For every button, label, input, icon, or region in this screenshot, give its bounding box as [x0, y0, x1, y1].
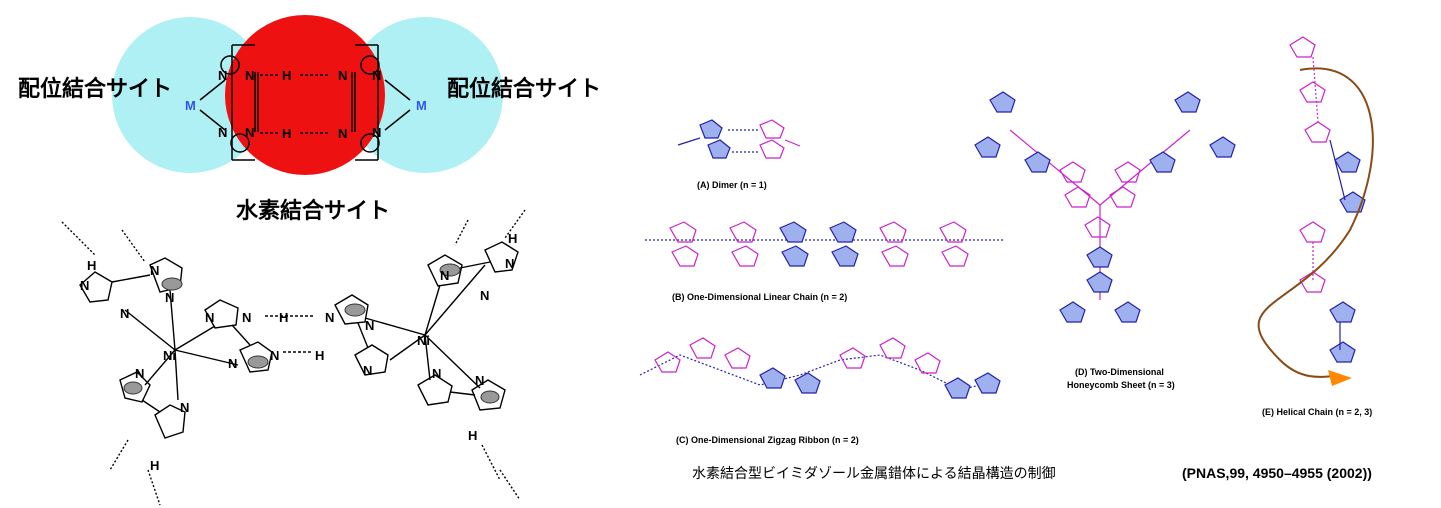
atom-n: N [440, 268, 449, 283]
atom-h: H [468, 428, 477, 443]
atom-n: N [325, 310, 334, 325]
caption-a: (A) Dimer (n = 1) [697, 180, 767, 190]
atom-n: N [245, 68, 254, 83]
caption-b: (B) One-Dimensional Linear Chain (n = 2) [672, 292, 847, 302]
pi-ellipses [123, 263, 500, 404]
caption-e: (E) Helical Chain (n = 2, 3) [1262, 407, 1372, 417]
atom-n: N [338, 126, 347, 141]
atom-n: N [228, 356, 237, 371]
atom-n: N [180, 400, 189, 415]
atom-n: N [338, 68, 347, 83]
biimidazole-skeleton [199, 44, 411, 161]
binding-site-scheme: N N N N H H N N N N M M 配位結合サイト 配位結合サイト … [18, 15, 601, 224]
dimer-rings [677, 119, 801, 159]
helix-e-rings [1257, 36, 1374, 378]
ni-label-right: Ni [417, 333, 430, 348]
caption-c: (C) One-Dimensional Zigzag Ribbon (n = 2… [676, 435, 859, 445]
figure-footer: 水素結合型ビイミダゾール金属錯体による結晶構造の制御 (PNAS,99, 495… [692, 465, 1372, 482]
hbond-site-label: 水素結合サイト [236, 198, 390, 224]
caption-d-line2: Honeycomb Sheet (n = 3) [1067, 380, 1175, 390]
structure-d-honeycomb: (D) Two-Dimensional Honeycomb Sheet (n =… [974, 91, 1236, 390]
atom-n: N [363, 363, 372, 378]
metal-label-right: M [416, 98, 427, 113]
atom-n: N [205, 310, 214, 325]
atom-n: N [218, 125, 227, 140]
coord-site-label-right: 配位結合サイト [447, 76, 601, 102]
atom-n: N [218, 68, 227, 83]
atom-h: H [315, 348, 324, 363]
caption-d-line1: (D) Two-Dimensional [1075, 367, 1164, 377]
structure-a-dimer: (A) Dimer (n = 1) [677, 119, 801, 190]
atom-h: H [282, 68, 291, 83]
atom-n: N [80, 278, 89, 293]
hbond-site-circle [225, 15, 385, 175]
atom-n: N [432, 366, 441, 381]
atom-n: N [372, 125, 381, 140]
ribbon-c-rings [639, 337, 1001, 399]
footer-title: 水素結合型ビイミダゾール金属錯体による結晶構造の制御 [692, 466, 1056, 482]
ni-complex-structure: Ni Ni H N N N N N N H N N H N N N N N H … [61, 209, 526, 506]
atom-n: N [505, 256, 514, 271]
atom-n: N [372, 68, 381, 83]
atom-h: H [87, 258, 96, 273]
ni-label-left: Ni [163, 348, 176, 363]
atom-h: H [282, 126, 291, 141]
atom-n: N [270, 348, 279, 363]
atom-h: H [508, 231, 517, 246]
chain-b-rings [645, 221, 1005, 267]
structure-e-helical-chain: (E) Helical Chain (n = 2, 3) [1257, 36, 1374, 417]
atom-h: H [150, 458, 159, 473]
atom-n: N [245, 125, 254, 140]
atom-n: N [242, 310, 251, 325]
atom-n: N [135, 366, 144, 381]
atom-n: N [480, 288, 489, 303]
atom-n: N [150, 263, 159, 278]
helix-arrowhead [1328, 370, 1352, 386]
ni-complex-bonds [61, 209, 526, 506]
footer-reference: (PNAS,99, 4950–4955 (2002)) [1182, 465, 1372, 481]
structure-c-zigzag-ribbon: (C) One-Dimensional Zigzag Ribbon (n = 2… [639, 337, 1001, 445]
atom-n: N [120, 306, 129, 321]
atom-n: N [165, 290, 174, 305]
coord-site-label-left: 配位結合サイト [18, 76, 172, 102]
coord-site-circle-right [347, 17, 503, 173]
structure-b-linear-chain: (B) One-Dimensional Linear Chain (n = 2) [645, 221, 1005, 302]
metal-label-left: M [185, 98, 196, 113]
honeycomb-d-rings [974, 91, 1236, 323]
atom-n: N [475, 373, 484, 388]
atom-n: N [365, 318, 374, 333]
atom-h: H [279, 310, 288, 325]
